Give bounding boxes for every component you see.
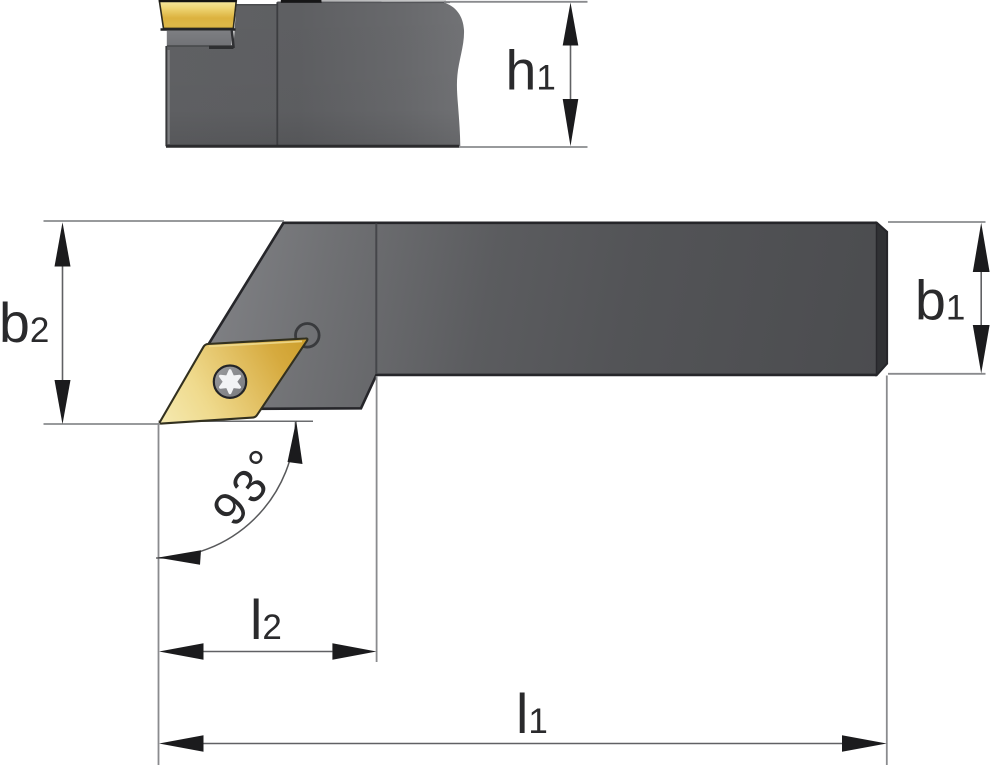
- svg-text:b1: b1: [915, 269, 965, 331]
- svg-text:h1: h1: [506, 39, 556, 101]
- svg-text:l1: l1: [516, 683, 548, 745]
- svg-text:l2: l2: [250, 589, 282, 651]
- svg-text:b2: b2: [0, 292, 49, 354]
- svg-text:93°: 93°: [199, 437, 294, 535]
